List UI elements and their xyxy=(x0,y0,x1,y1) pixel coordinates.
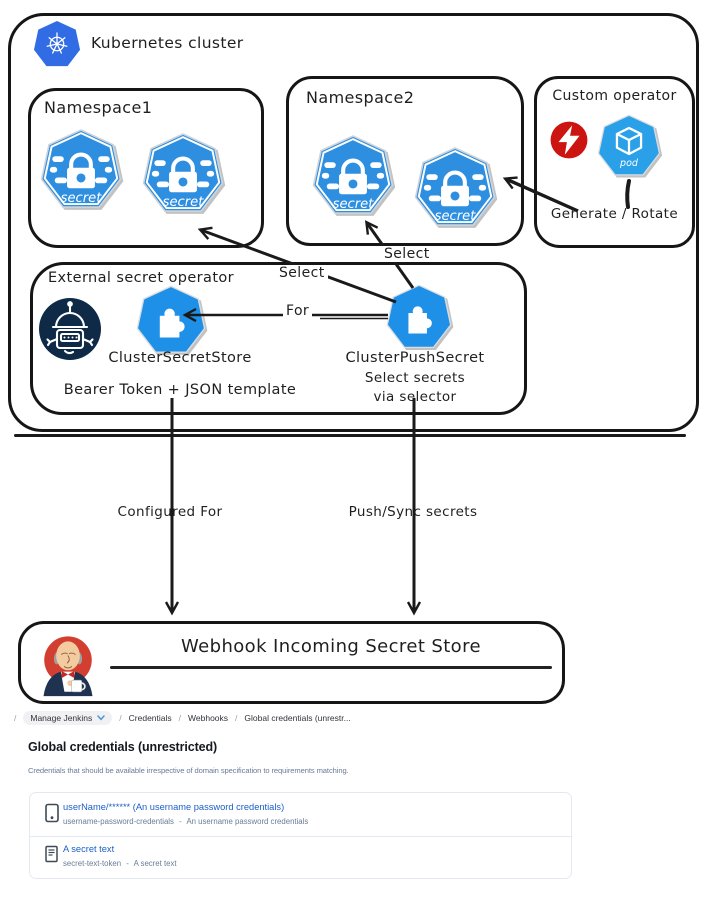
breadcrumb-separator: / xyxy=(235,713,238,723)
secret-icon: secret xyxy=(414,147,496,226)
secret-icon-label: secret xyxy=(435,209,477,224)
push-sync-label: Push/Sync secrets xyxy=(348,504,478,520)
breadcrumb-item-credentials[interactable]: Credentials xyxy=(128,713,172,723)
credential-row: A secret text secret-text-token - A secr… xyxy=(30,837,571,880)
secret-icon-label: secret xyxy=(333,197,375,212)
push-note-line1: Select secrets xyxy=(364,370,466,386)
secret-icon-label: secret xyxy=(163,195,205,210)
cluster-secret-store-label: ClusterSecretStore xyxy=(108,350,252,366)
secret-icon: secret xyxy=(142,133,224,212)
credential-id: secret-text-token xyxy=(63,859,122,868)
eso-title: External secret operator xyxy=(48,270,235,286)
bearer-token-note: Bearer Token + JSON template xyxy=(63,382,297,398)
credential-link[interactable]: userName/****** (An username password cr… xyxy=(63,802,285,812)
cluster-title: Kubernetes cluster xyxy=(91,34,244,52)
breadcrumb-item-manage-jenkins[interactable]: Manage Jenkins xyxy=(23,711,113,725)
credential-desc: A secret text xyxy=(133,859,177,868)
jenkins-logo-icon xyxy=(43,636,93,697)
credentials-description: Credentials that should be available irr… xyxy=(28,766,349,775)
secret-icon: secret xyxy=(312,135,394,214)
credential-desc: An username password credentials xyxy=(186,817,309,826)
credential-subtext: username-password-credentials - An usern… xyxy=(63,817,308,826)
secret-icon-label: secret xyxy=(61,191,103,206)
userpass-credential-icon xyxy=(45,803,59,823)
namespace1-title: Namespace1 xyxy=(44,98,153,117)
webhook-secret-store-box xyxy=(18,621,565,704)
webhook-box-title: Webhook Incoming Secret Store xyxy=(181,636,481,657)
credential-dash: - xyxy=(126,859,129,868)
push-note-line2: via selector xyxy=(373,389,457,405)
select-label-ns1: Select xyxy=(276,265,328,281)
eso-robot-icon xyxy=(39,298,101,360)
for-label: For xyxy=(283,303,313,319)
cluster-push-secret-icon xyxy=(386,284,452,349)
credential-dash: - xyxy=(179,817,182,826)
credentials-list-card: userName/****** (An username password cr… xyxy=(29,792,572,879)
configured-for-label: Configured For xyxy=(117,504,223,520)
page-title: Global credentials (unrestricted) xyxy=(28,740,218,754)
breadcrumb: / Manage Jenkins / Credentials / Webhook… xyxy=(14,711,351,725)
credential-link[interactable]: A secret text xyxy=(63,844,115,854)
credential-row: userName/****** (An username password cr… xyxy=(30,793,571,836)
custom-operator-title: Custom operator xyxy=(552,88,677,104)
kubernetes-logo-icon xyxy=(33,20,81,67)
breadcrumb-item-global-credentials[interactable]: Global credentials (unrestr... xyxy=(244,713,351,723)
breadcrumb-item-webhooks[interactable]: Webhooks xyxy=(188,713,229,723)
breadcrumb-separator: / xyxy=(178,713,182,723)
cluster-secret-store-icon xyxy=(136,285,206,353)
cluster-box-double-line xyxy=(14,434,686,437)
cluster-push-secret-label: ClusterPushSecret xyxy=(345,350,485,366)
secret-icon: secret xyxy=(40,129,122,208)
pod-icon: pod xyxy=(597,114,661,176)
credential-subtext: secret-text-token - A secret text xyxy=(63,859,177,868)
select-label-ns2: Select xyxy=(381,246,433,262)
breadcrumb-separator: / xyxy=(119,713,122,723)
secret-text-credential-icon xyxy=(45,845,58,863)
alert-icon xyxy=(550,121,588,159)
breadcrumb-item-label: Manage Jenkins xyxy=(30,713,93,723)
webhook-title-underline xyxy=(110,666,552,669)
breadcrumb-separator: / xyxy=(14,713,17,723)
chevron-down-icon[interactable] xyxy=(97,715,106,721)
generate-rotate-label: Generate / Rotate xyxy=(550,206,679,222)
pod-icon-label: pod xyxy=(619,158,639,169)
namespace2-title: Namespace2 xyxy=(306,88,415,107)
row-divider xyxy=(30,836,571,837)
credential-id: username-password-credentials xyxy=(63,817,174,826)
